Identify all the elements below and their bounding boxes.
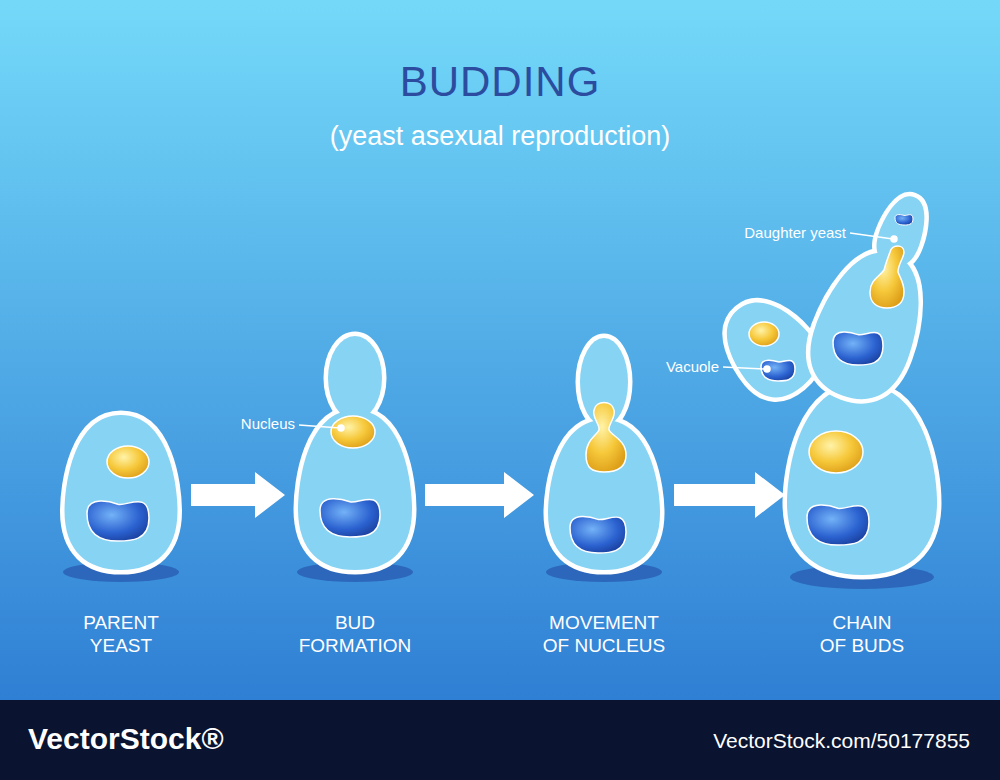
stage-caption: BUD FORMATION bbox=[287, 612, 423, 658]
parent-cell bbox=[65, 415, 178, 570]
stage-node: PARENT YEAST bbox=[53, 415, 189, 662]
part-label: Vacuole bbox=[666, 358, 719, 376]
watermark: VectorStock® bbox=[28, 721, 224, 757]
leader-dot bbox=[891, 236, 897, 242]
cell-wall bbox=[787, 385, 937, 575]
cell-wall bbox=[298, 410, 412, 570]
block-arrow bbox=[191, 472, 285, 518]
leader-line bbox=[299, 425, 340, 428]
budding-cell bbox=[548, 338, 660, 570]
cell-wall bbox=[65, 415, 178, 570]
vacuole bbox=[87, 501, 149, 541]
watermark: VectorStock.com/50177855 bbox=[713, 728, 970, 753]
parent-cell bbox=[65, 415, 178, 570]
block-arrow bbox=[425, 472, 534, 518]
vacuole bbox=[570, 516, 626, 553]
upper-bud bbox=[796, 190, 939, 412]
vacuole bbox=[320, 499, 380, 537]
bud-wall bbox=[328, 336, 382, 420]
background bbox=[0, 0, 1000, 700]
vacuole bbox=[761, 360, 795, 381]
bud-wall bbox=[796, 238, 939, 412]
upper-bud bbox=[796, 190, 939, 412]
vacuole bbox=[895, 215, 913, 225]
cell-wall bbox=[298, 410, 412, 570]
vacuole bbox=[807, 505, 869, 545]
leader-line bbox=[850, 233, 893, 239]
vacuole bbox=[833, 332, 883, 365]
cell-wall bbox=[65, 415, 178, 570]
stage-caption: PARENT YEAST bbox=[53, 612, 189, 658]
dividing-nucleus bbox=[586, 403, 626, 473]
title: BUDDING bbox=[0, 58, 1000, 106]
nucleus bbox=[749, 322, 779, 346]
stage-caption: MOVEMENT OF NUCLEUS bbox=[536, 612, 672, 658]
shadows bbox=[63, 562, 934, 589]
parent-cell bbox=[787, 385, 937, 575]
dividing-nucleus bbox=[870, 246, 904, 308]
nucleus bbox=[809, 431, 863, 473]
watermark-band bbox=[0, 700, 1000, 780]
block-arrow bbox=[674, 472, 785, 518]
leader-dot bbox=[764, 366, 770, 372]
bud-wall bbox=[796, 238, 939, 412]
stage-node: MOVEMENT OF NUCLEUS bbox=[536, 338, 672, 662]
subtitle: (yeast asexual reproduction) bbox=[0, 120, 1000, 152]
bud-wall bbox=[328, 336, 382, 420]
part-label: Daughter yeast bbox=[744, 224, 846, 242]
nucleus bbox=[331, 416, 375, 448]
budding-cell bbox=[548, 338, 660, 570]
stage-node: CHAIN OF BUDS bbox=[787, 385, 937, 662]
nucleus bbox=[107, 446, 149, 478]
leader-line bbox=[723, 367, 766, 369]
stage-node: BUD FORMATION bbox=[287, 336, 423, 662]
leader-dot bbox=[338, 425, 344, 431]
cell-wall bbox=[787, 385, 937, 575]
budding-cell bbox=[298, 336, 412, 570]
part-label: Nucleus bbox=[241, 415, 295, 433]
leader-lines bbox=[299, 233, 897, 431]
budding-cell bbox=[298, 336, 412, 570]
parent-cell bbox=[787, 385, 937, 575]
stage-caption: CHAIN OF BUDS bbox=[818, 612, 906, 658]
